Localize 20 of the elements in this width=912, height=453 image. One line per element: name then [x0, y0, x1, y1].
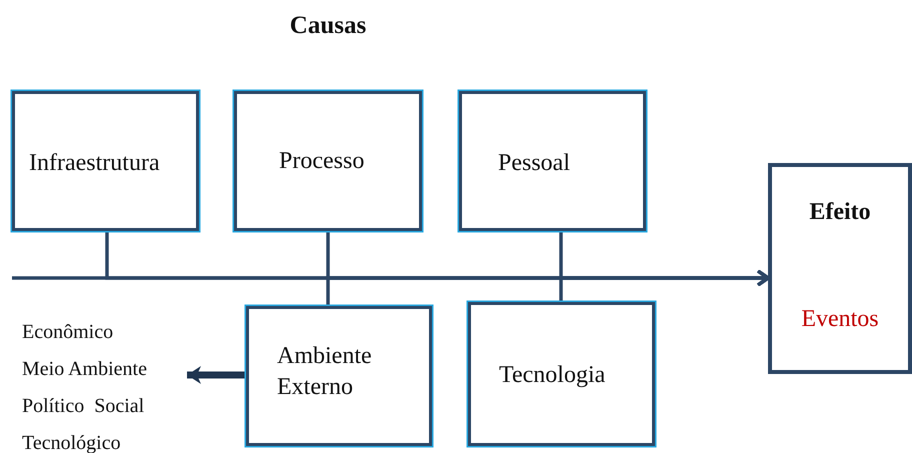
cause-box: [468, 302, 655, 446]
factor-label: Político Social: [22, 394, 144, 419]
factor-label: Meio Ambiente: [22, 357, 147, 382]
thick-arrow: [187, 366, 246, 384]
factor-label: Tecnológico: [22, 431, 121, 453]
cause-label: Infraestrutura: [29, 149, 160, 178]
effect-heading: Efeito: [809, 198, 871, 227]
cause-label: Ambiente Externo: [277, 342, 373, 402]
effect-box: [768, 163, 912, 374]
effect-label: Eventos: [801, 305, 879, 334]
diagram-title: Causas: [288, 12, 368, 40]
factor-label: Econômico: [22, 320, 114, 345]
cause-box: [12, 91, 199, 231]
cause-label: Processo: [279, 147, 364, 176]
arrow: [326, 269, 770, 306]
cause-box: [234, 91, 422, 231]
cause-label: Tecnologia: [499, 361, 606, 390]
cause-label: Pessoal: [498, 149, 570, 178]
cause-box: [459, 91, 646, 231]
cause-box: [246, 306, 432, 446]
